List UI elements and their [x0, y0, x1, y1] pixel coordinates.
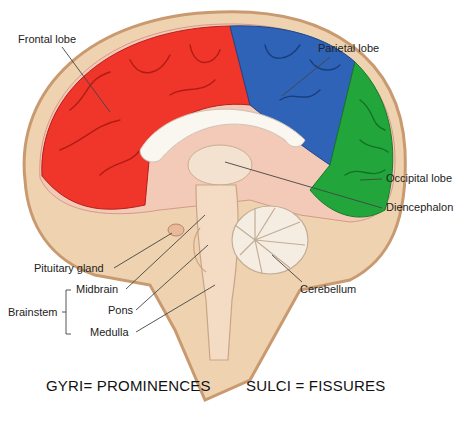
group-label: Brainstem	[8, 306, 58, 319]
part-label: Parietal lobe	[318, 42, 379, 55]
cerebellum	[232, 206, 308, 274]
part-label: Pituitary gland	[34, 262, 104, 275]
brainstem	[196, 185, 238, 360]
part-label: Medulla	[90, 326, 129, 339]
pons-bulge	[194, 228, 206, 272]
part-label: Pons	[108, 304, 133, 317]
part-label: Occipital lobe	[386, 172, 452, 185]
note-text: GYRI= PROMINENCES	[46, 377, 211, 395]
leader-lines	[62, 47, 382, 334]
occipital-lobe	[310, 62, 393, 217]
skull-outline	[24, 12, 405, 400]
part-label: Midbrain	[76, 283, 118, 296]
part-label: Cerebellum	[300, 283, 356, 296]
part-label: Frontal lobe	[18, 33, 76, 46]
part-label: Diencephalon	[386, 201, 453, 214]
diencephalon	[188, 145, 252, 185]
note-text: SULCI = FISSURES	[246, 377, 386, 395]
